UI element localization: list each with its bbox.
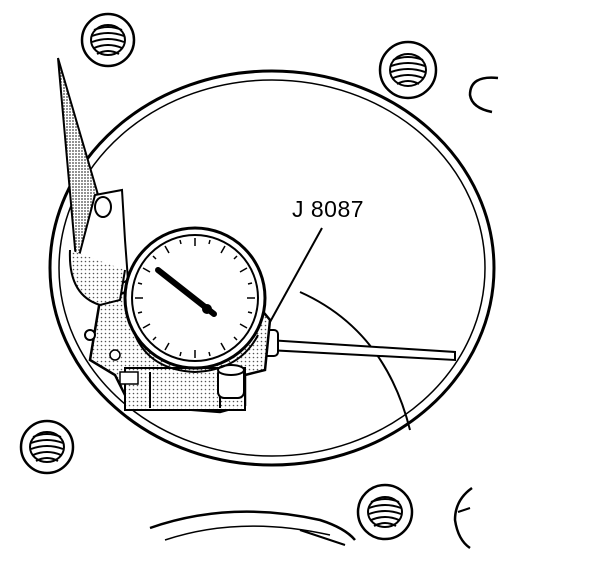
threaded-hole-icon xyxy=(80,12,136,68)
handle-blade xyxy=(57,57,130,307)
bore-outer-ring xyxy=(48,69,496,467)
gauge-probe-rod xyxy=(255,329,456,362)
callout-leader-line xyxy=(269,227,323,323)
tool-callout-label: J 8087 xyxy=(292,196,365,222)
threaded-hole-icon xyxy=(378,40,438,100)
threaded-hole-icon xyxy=(356,483,414,541)
dial-indicator-icon xyxy=(123,226,267,374)
bore-inner-ring xyxy=(58,79,486,457)
adjacent-bore-arc-bottom xyxy=(453,486,473,550)
bore-wall-arc xyxy=(299,291,411,431)
threaded-hole-icon xyxy=(19,419,75,475)
adjacent-bore-arc-top xyxy=(468,76,499,114)
lower-bore-arc xyxy=(149,510,356,541)
